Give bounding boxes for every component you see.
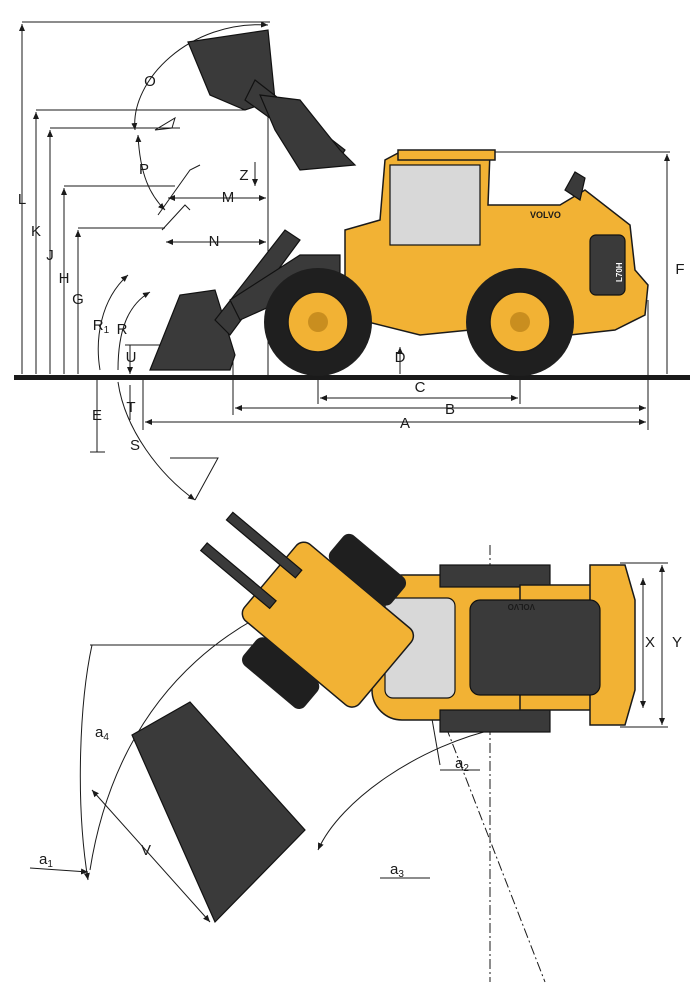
dim-V	[91, 789, 211, 923]
height-dimensions	[19, 21, 670, 453]
label-Z: Z	[239, 167, 248, 184]
ground-line	[14, 375, 690, 380]
front-left-tire	[328, 533, 407, 606]
label-N: N	[209, 233, 220, 250]
model-badge: L70H	[615, 262, 624, 282]
cab-roof	[397, 149, 496, 161]
front-wheel	[264, 268, 372, 376]
label-O: O	[144, 73, 156, 90]
label-T: T	[126, 399, 135, 416]
front-right-tire	[242, 637, 320, 709]
arc-a3	[317, 727, 501, 851]
label-A: A	[400, 415, 410, 432]
label-V: V	[141, 842, 151, 859]
label-H: H	[59, 270, 70, 287]
label-a1: a1	[39, 851, 53, 870]
top-bucket	[131, 701, 306, 924]
label-M: M	[222, 189, 235, 206]
brand-logo: VOLVO	[530, 210, 561, 220]
exhaust-pipe	[564, 171, 586, 201]
label-a2: a2	[455, 755, 469, 774]
label-L: L	[18, 191, 26, 208]
arc-a4	[79, 644, 93, 881]
label-E: E	[92, 407, 102, 424]
rear-frame: VOLVO	[371, 564, 636, 733]
label-B: B	[445, 401, 455, 418]
label-P: P	[139, 161, 149, 178]
swing-arcs	[97, 21, 269, 501]
label-K: K	[31, 223, 41, 240]
top-brand-logo: VOLVO	[508, 602, 535, 611]
label-a4: a4	[95, 724, 109, 743]
label-D: D	[395, 349, 406, 366]
label-C: C	[415, 379, 426, 396]
label-U: U	[126, 349, 137, 366]
label-Y: Y	[672, 634, 682, 651]
label-X: X	[645, 634, 655, 651]
bucket-dump-outlines	[154, 116, 201, 231]
rear-wheel	[466, 268, 574, 376]
cab-window	[389, 164, 481, 246]
label-S: S	[130, 437, 140, 454]
label-a3: a3	[390, 861, 404, 880]
rear-grille	[589, 234, 626, 296]
label-R: R	[117, 321, 128, 338]
label-J: J	[46, 247, 54, 264]
loader-body: VOLVO L70H	[344, 149, 649, 336]
top-view: VOLVO a1 a2 a3 a4 V X Y	[29, 511, 682, 983]
side-view: L K J H G R1 R U T E S O P Z M N D C B A…	[14, 21, 690, 501]
front-frame	[199, 511, 415, 709]
label-R1: R1	[93, 317, 110, 336]
label-F: F	[675, 261, 684, 278]
label-G: G	[72, 291, 84, 308]
raised-bucket	[187, 29, 357, 171]
